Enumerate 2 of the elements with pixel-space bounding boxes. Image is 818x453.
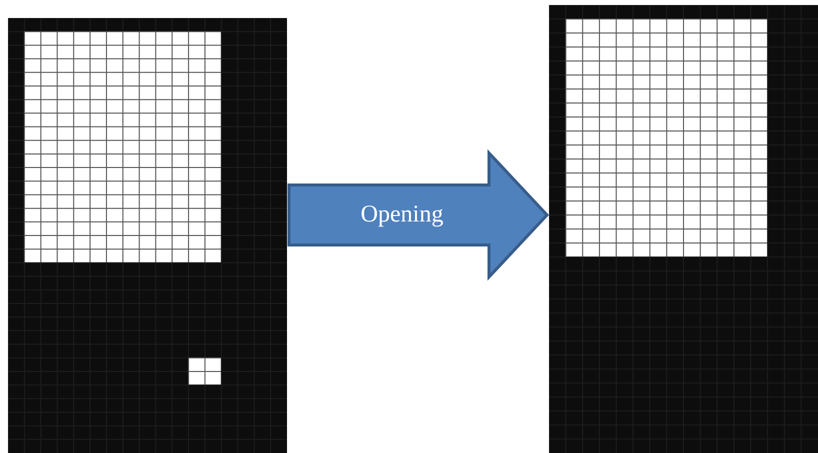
block-arrow <box>288 149 550 281</box>
edge-label: Opening <box>360 202 444 228</box>
